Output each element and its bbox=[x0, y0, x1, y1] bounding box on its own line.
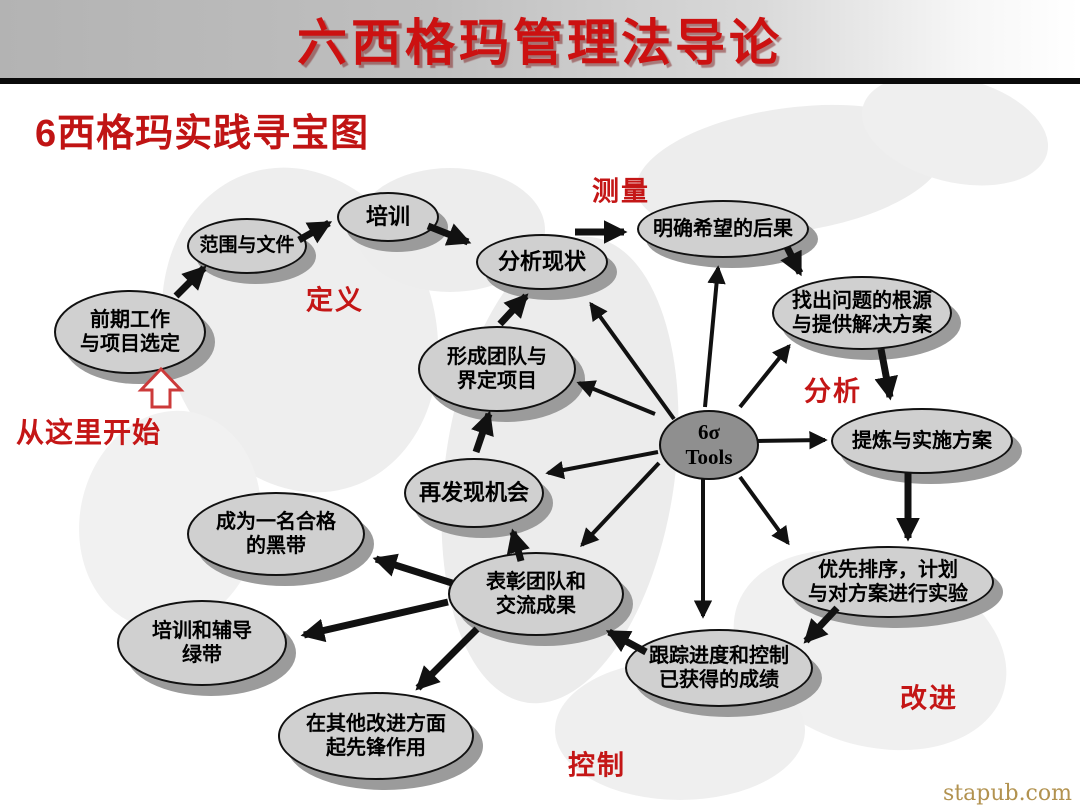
node-training: 培训 bbox=[337, 192, 439, 242]
slide-title: 六西格玛管理法导论 bbox=[297, 15, 783, 71]
phase-label-analyze: 分析 bbox=[804, 376, 862, 407]
section-subtitle: 6西格玛实践寻宝图 bbox=[35, 113, 370, 155]
node-rediscover: 再发现机会 bbox=[404, 458, 544, 528]
node-form-team: 形成团队与 界定项目 bbox=[418, 326, 576, 412]
phase-label-improve: 改进 bbox=[900, 683, 958, 714]
banner-divider bbox=[0, 78, 1080, 84]
node-six-sigma-tools: 6σ Tools bbox=[659, 410, 759, 480]
node-analyze-status: 分析现状 bbox=[476, 234, 608, 290]
phase-label-define: 定义 bbox=[306, 285, 364, 316]
node-green-belt: 培训和辅导 绿带 bbox=[117, 600, 287, 686]
node-pre-work: 前期工作 与项目选定 bbox=[54, 290, 206, 374]
node-track-progress: 跟踪进度和控制 已获得的成绩 bbox=[625, 629, 813, 707]
node-black-belt: 成为一名合格 的黑带 bbox=[187, 492, 365, 576]
node-scope-documents: 范围与文件 bbox=[187, 218, 307, 274]
node-desired-outcomes: 明确希望的后果 bbox=[637, 200, 809, 258]
title-banner: 六西格玛管理法导论 bbox=[0, 0, 1080, 78]
phase-label-measure: 测量 bbox=[592, 176, 650, 207]
node-prioritize-plan: 优先排序，计划 与对方案进行实验 bbox=[782, 546, 994, 618]
node-pioneer: 在其他改进方面 起先锋作用 bbox=[278, 692, 474, 780]
node-root-cause: 找出问题的根源 与提供解决方案 bbox=[772, 276, 952, 350]
node-recognize-team: 表彰团队和 交流成果 bbox=[448, 552, 624, 636]
node-refine-implement: 提炼与实施方案 bbox=[831, 408, 1013, 474]
watermark: stapub.com bbox=[942, 781, 1072, 806]
phase-label-control: 控制 bbox=[568, 750, 626, 781]
start-here-label: 从这里开始 bbox=[16, 417, 162, 448]
